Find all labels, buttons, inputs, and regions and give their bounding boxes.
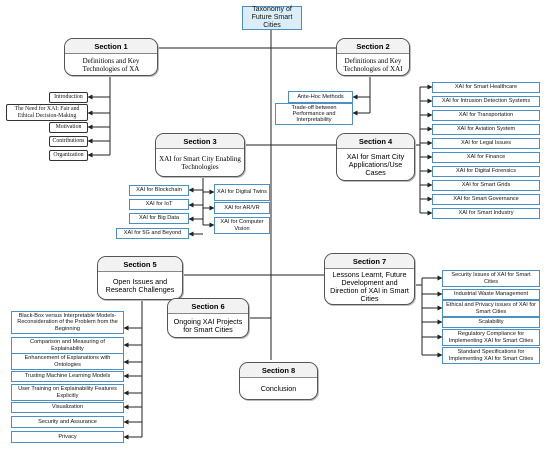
section-6-title: Ongoing XAI Projects for Smart Cities [173,316,243,334]
section-3-item: XAI for Digital Twins [214,184,270,201]
section-1-heading: Section 1 [65,39,157,54]
section-5-item: User Training on Explainability Features… [11,384,124,401]
section-1-box: Section 1 Definitions and Key Technologi… [64,38,158,76]
section-7-heading: Section 7 [325,254,414,269]
section-4-item: XAI for Smart Industry [432,208,540,219]
section-4-item: XAI for Digital Forensics [432,166,540,177]
section-4-item: XAI for Finance [432,152,540,163]
section-2-title: Definitions and Key Technologies of XAI [343,56,403,73]
section-1-item: Motivation [49,122,88,133]
section-3-item: XAI for Computer Vision [214,217,270,234]
section-5-item: Trusting Machine Learning Models [11,371,124,382]
section-5-item: Visualization [11,402,124,413]
root-title: Taxonomy of Future Smart Cities [242,6,302,30]
section-1-item: The Need for XAI: Fair and Ethical Decis… [6,104,88,121]
section-4-item: XAI for Smart Governance [432,194,540,205]
section-1-item: Organization [49,150,88,161]
section-2-box: Section 2 Definitions and Key Technologi… [336,38,410,76]
section-3-item: XAI for Big Data [129,213,189,224]
section-2-item: Ante-Hoc Methods [288,91,353,103]
section-4-item: XAI for Smart Healthcare [432,82,540,93]
section-7-box: Section 7 Lessons Learnt, Future Develop… [324,253,415,305]
section-5-item: Black-Box versus Interpretable Models-Re… [11,311,124,334]
section-5-box: Section 5 Open Issues and Research Chall… [97,256,183,300]
section-2-item: Trade-off between Performance and Interp… [275,103,353,125]
section-4-item: XAI for Intrusion Detection Systems [432,96,540,107]
section-7-item: Industrial Waste Management [442,289,540,300]
section-3-box: Section 3 XAI for Smart City Enabling Te… [155,133,245,177]
section-7-title: Lessons Learnt, Future Development and D… [330,269,409,303]
section-6-box: Section 6 Ongoing XAI Projects for Smart… [167,298,249,338]
section-7-item: Regulatory Compliance for Implementing X… [442,329,540,346]
section-6-heading: Section 6 [168,299,248,314]
section-1-title: Definitions and Key Technologies of XA [82,56,140,73]
section-5-heading: Section 5 [98,257,182,272]
section-7-item: Ethical and Privacy issues of XAI for Sm… [442,300,540,317]
section-8-box: Section 8 Conclusion [239,362,318,400]
section-3-title: XAI for Smart City Enabling Technologies [159,154,241,171]
section-8-heading: Section 8 [240,363,317,378]
section-2-heading: Section 2 [337,39,409,54]
section-3-heading: Section 3 [156,134,244,149]
section-4-heading: Section 4 [337,134,414,149]
section-4-item: XAI for Smart Grids [432,180,540,191]
section-1-item: Contributions [49,136,88,147]
section-4-item: XAI for Transportation [432,110,540,121]
section-7-item: Standard Specifications for Implementing… [442,347,540,364]
section-1-item: Introduction [49,92,88,103]
section-3-item: XAI for IoT [129,199,189,210]
section-5-item: Comparison and Measuring of Explainabili… [11,337,124,354]
section-3-item: XAI for 5G and Beyond [116,228,189,239]
section-5-item: Security and Assurance [11,416,124,428]
section-4-box: Section 4 XAI for Smart City Application… [336,133,415,181]
section-7-item: Scalability [442,317,540,328]
section-5-item: Privacy [11,431,124,443]
section-3-item: XAI for Blockchain [129,185,189,196]
section-5-title: Open Issues and Research Challenges [105,276,175,294]
section-4-item: XAI for Aviation System [432,124,540,135]
section-4-title: XAI for Smart City Applications/Use Case… [346,151,405,177]
section-8-title: Conclusion [260,383,297,393]
section-3-item: XAI for AR/VR [214,202,270,214]
section-7-item: Security Issues of XAI for Smart Cities [442,270,540,287]
section-4-item: XAI for Legal Issues [432,138,540,149]
section-5-item: Enhancement of Explanations with Ontolog… [11,353,124,370]
